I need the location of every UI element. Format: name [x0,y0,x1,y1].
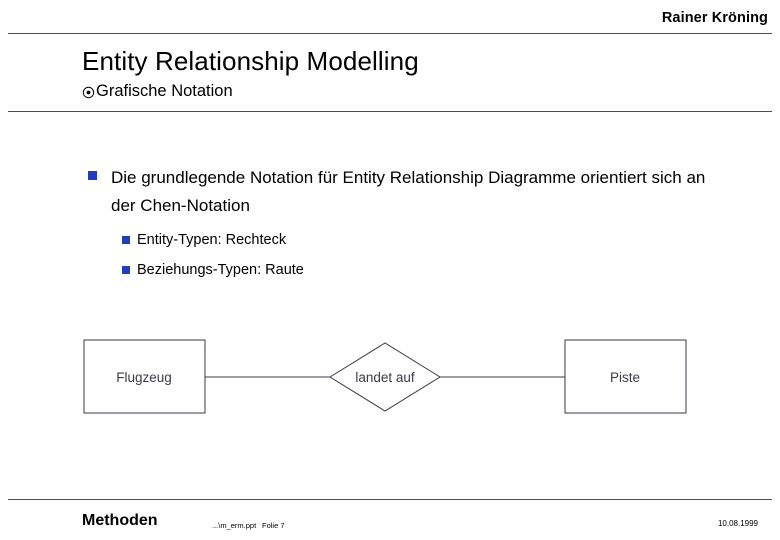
title-divider [8,111,772,112]
subtitle-text: Grafische Notation [96,82,233,100]
bullet-marker-icon [88,171,97,180]
footer-divider [8,499,772,500]
subtitle-row: Grafische Notation [82,82,233,101]
er-diagram: Flugzeug landet auf Piste [83,339,687,414]
footer-section: Methoden [82,512,158,529]
bullet-level1: Die grundlegende Notation für Entity Rel… [88,164,708,220]
entity-box-left [83,339,206,414]
entity-right-label: Piste [610,370,640,385]
author-name: Rainer Kröning [661,10,768,26]
sun-icon [82,85,95,99]
bullet-level2-entity: Entity-Typen: Rechteck [122,231,286,250]
page-title: Entity Relationship Modelling [82,46,419,76]
bullet-level2-relationship-text: Beziehungs-Typen: Raute [137,262,304,278]
bullet-level1-text: Die grundlegende Notation für Entity Rel… [111,168,706,215]
footer-date: 10.08.1999 [717,519,758,528]
footer-page: Folie 7 [262,521,285,530]
relationship-label: landet auf [355,370,415,385]
footer-file: ...\m_erm.ppt [212,521,257,530]
bullet-marker-icon [122,236,130,244]
bullet-level2-entity-text: Entity-Typen: Rechteck [137,232,287,248]
entity-left-label: Flugzeug [116,370,172,385]
relationship-diamond [329,342,441,412]
entity-box-right [564,339,687,414]
bullet-marker-icon [122,266,130,274]
bullet-level2-relationship: Beziehungs-Typen: Raute [122,261,304,280]
header-divider [8,33,772,34]
